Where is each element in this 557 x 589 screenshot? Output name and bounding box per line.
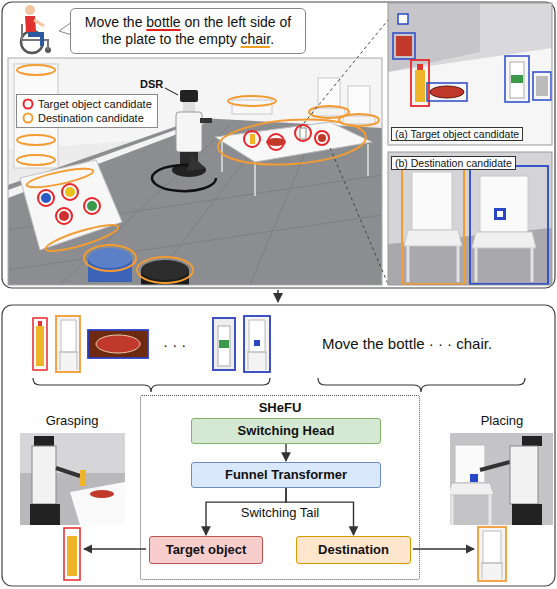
node-text: Switching Head [198,423,374,439]
photo-caption: (b) Destination candidate [391,156,516,170]
legend-swatch [22,112,34,124]
candidate-thumbnails [33,316,270,372]
output-box: Destination [296,536,411,564]
legend-box: Target object candidateDestination candi… [16,94,158,128]
brace [318,378,525,392]
ellipsis: · · · [163,336,186,353]
target-candidates-photo [388,3,552,145]
bottom-panel [2,305,555,586]
target-thumbnail [64,528,80,580]
zoom-line [300,20,388,128]
wheelchair-user-icon [21,5,51,53]
legend-row: Destination candidate [22,111,152,125]
robot-label: DSR [140,78,163,91]
output-arrow [84,548,146,549]
top-panel [2,2,555,288]
step-label: Placing [481,414,524,429]
step-label: Grasping [46,414,99,429]
grasping-photo [20,433,125,525]
legend-row: Target object candidate [22,97,152,111]
placing-photo [450,433,553,525]
photo-caption: (a) Target object candidate [391,127,523,141]
destination-thumbnail [481,531,503,579]
room-photo-frame [8,58,382,285]
legend-text: Destination candidate [38,111,144,125]
instruction-text: Move the bottle · · · chair. [322,335,492,352]
speech-bubble: Move the bottle on the left side of the … [70,8,306,54]
underlined-word: bottle [146,14,180,30]
target-thumbnail [67,536,77,576]
zoom-line [330,148,388,284]
room-photo [8,58,382,285]
brace [33,378,270,392]
output-box: Target object [149,536,263,564]
branch-label: Switching Tail [239,506,322,521]
node-text: Funnel Transformer [198,467,374,483]
connector [285,444,286,461]
underlined-word: chair [241,31,271,47]
model-box: SHeFU Switching HeadFunnel TransformerTar… [140,395,420,580]
node-text: Destination [303,542,404,558]
node-text: Target object [156,542,256,558]
process-box: Switching Head [191,418,381,444]
photo-frame [388,3,552,145]
destination-thumbnail [478,527,506,581]
output-arrow [413,548,474,549]
process-box: Funnel Transformer [191,462,381,488]
panel-arrow [277,290,279,302]
photo-frame [388,152,552,285]
legend-text: Target object candidate [38,97,152,111]
node-text: Move the bottle on the left side of the … [79,14,297,48]
legend-swatch [22,98,34,110]
destination-candidates-photo [388,152,552,285]
node-text: SHeFU [141,400,419,416]
